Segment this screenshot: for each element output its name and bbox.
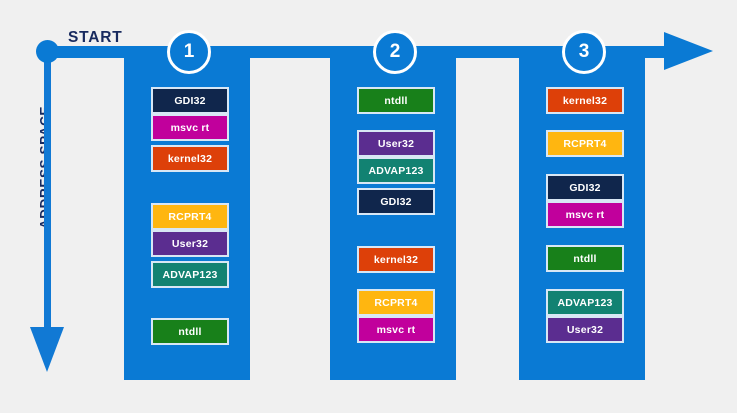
module-block-kernel32: kernel32 xyxy=(546,87,624,114)
module-block-msvc-rt: msvc rt xyxy=(357,316,435,343)
module-block-kernel32: kernel32 xyxy=(151,145,229,172)
module-block-rcprt4: RCPRT4 xyxy=(357,289,435,316)
module-block-msvc-rt: msvc rt xyxy=(546,201,624,228)
address-space-arrow-icon xyxy=(30,327,64,372)
module-block-user32: User32 xyxy=(546,316,624,343)
module-block-user32: User32 xyxy=(357,130,435,157)
module-block-advap123: ADVAP123 xyxy=(357,157,435,184)
module-block-msvc-rt: msvc rt xyxy=(151,114,229,141)
stage-badge-2: 2 xyxy=(373,30,417,74)
module-block-gdi32: GDI32 xyxy=(546,174,624,201)
module-block-advap123: ADVAP123 xyxy=(546,289,624,316)
address-space-axis-line xyxy=(44,48,51,333)
module-block-gdi32: GDI32 xyxy=(151,87,229,114)
module-block-ntdll: ntdll xyxy=(151,318,229,345)
module-block-rcprt4: RCPRT4 xyxy=(546,130,624,157)
module-block-ntdll: ntdll xyxy=(546,245,624,272)
stage-badge-3: 3 xyxy=(562,30,606,74)
start-label: START xyxy=(68,29,123,46)
stage-badge-1: 1 xyxy=(167,30,211,74)
module-block-advap123: ADVAP123 xyxy=(151,261,229,288)
module-block-gdi32: GDI32 xyxy=(357,188,435,215)
timeline-arrow-icon xyxy=(664,32,713,70)
module-block-ntdll: ntdll xyxy=(357,87,435,114)
module-block-user32: User32 xyxy=(151,230,229,257)
module-block-rcprt4: RCPRT4 xyxy=(151,203,229,230)
module-block-kernel32: kernel32 xyxy=(357,246,435,273)
